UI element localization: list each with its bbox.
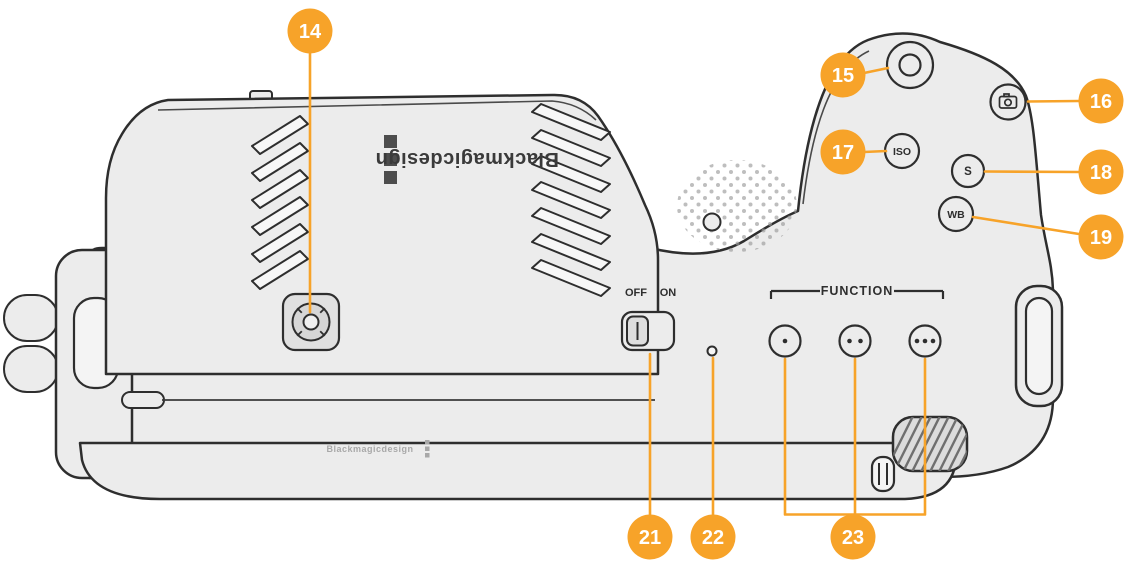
callout-14: 14 [287, 8, 333, 54]
vent-left [251, 115, 309, 290]
function-button-2[interactable] [838, 324, 872, 358]
white-balance-button[interactable]: WB [937, 195, 975, 233]
callout-17-number: 17 [832, 142, 854, 164]
shutter-button-label: S [964, 166, 972, 178]
viewfinder-mount-point [281, 292, 341, 352]
callout-18-number: 18 [1090, 162, 1112, 184]
callout-16: 16 [1078, 78, 1124, 124]
function-bracket [769, 289, 945, 299]
lead-19 [971, 215, 1081, 236]
hump-top-ridge [157, 100, 597, 121]
shutter-button[interactable]: S [950, 153, 986, 189]
function-controls: FUNCTION [768, 284, 945, 358]
logo-squares [384, 135, 397, 184]
battery-door-latch [870, 455, 896, 493]
function-label: FUNCTION [821, 284, 894, 298]
camera-line-art: Blackmagicdesign [3, 32, 1064, 501]
power-switch[interactable]: OFF ON [620, 287, 677, 352]
callout-21: 21 [627, 514, 673, 560]
lead-23 [783, 357, 927, 516]
strap-lug-right [1014, 284, 1064, 408]
function-button-3[interactable] [908, 324, 942, 358]
grip-texture [677, 160, 797, 252]
callout-22: 22 [690, 514, 736, 560]
callout-15-number: 15 [832, 65, 854, 87]
three-dot-icon [914, 338, 936, 344]
iso-button-label: ISO [893, 146, 911, 158]
bottom-brand-text: Blackmagicdesign [326, 444, 413, 454]
bottom-logo-mark [425, 440, 430, 458]
two-dot-icon [847, 338, 863, 344]
speaker-hump [104, 93, 660, 376]
lead-15 [862, 66, 890, 75]
iso-button[interactable]: ISO [883, 132, 921, 170]
callouts: 14 15 16 17 18 19 21 22 23 [287, 8, 1124, 560]
record-icon [898, 53, 922, 77]
callout-18: 18 [1078, 149, 1124, 195]
callout-14-number: 14 [299, 21, 322, 43]
callout-19-number: 19 [1090, 227, 1112, 249]
callout-23: 23 [830, 514, 876, 560]
one-dot-icon [782, 338, 788, 344]
vent-right [531, 103, 611, 297]
callout-17: 17 [820, 129, 866, 175]
brand-text: Blackmagicdesign [375, 148, 559, 170]
lead-16 [1026, 99, 1081, 103]
wb-button-label: WB [947, 209, 965, 221]
lead-17 [862, 149, 888, 154]
callout-lines [308, 51, 1081, 517]
callout-21-number: 21 [639, 527, 661, 549]
callout-19: 19 [1078, 214, 1124, 260]
callout-23-number: 23 [842, 527, 864, 549]
top-screw [702, 212, 722, 232]
strap-lug-left-bumps [3, 294, 59, 393]
battery-door: Blackmagicdesign [78, 440, 958, 501]
off-label: OFF [625, 287, 647, 299]
scroll-wheel [891, 415, 969, 473]
stills-camera-icon [998, 93, 1018, 109]
callout-16-number: 16 [1090, 91, 1112, 113]
record-button[interactable] [885, 40, 935, 90]
callout-15: 15 [820, 52, 866, 98]
on-label: ON [660, 287, 677, 299]
callout-22-number: 22 [702, 527, 724, 549]
stills-button[interactable] [989, 83, 1027, 121]
function-button-1[interactable] [768, 324, 802, 358]
lead-18 [983, 170, 1081, 174]
status-led [706, 345, 718, 357]
brand-logotype: Blackmagicdesign [375, 135, 559, 184]
